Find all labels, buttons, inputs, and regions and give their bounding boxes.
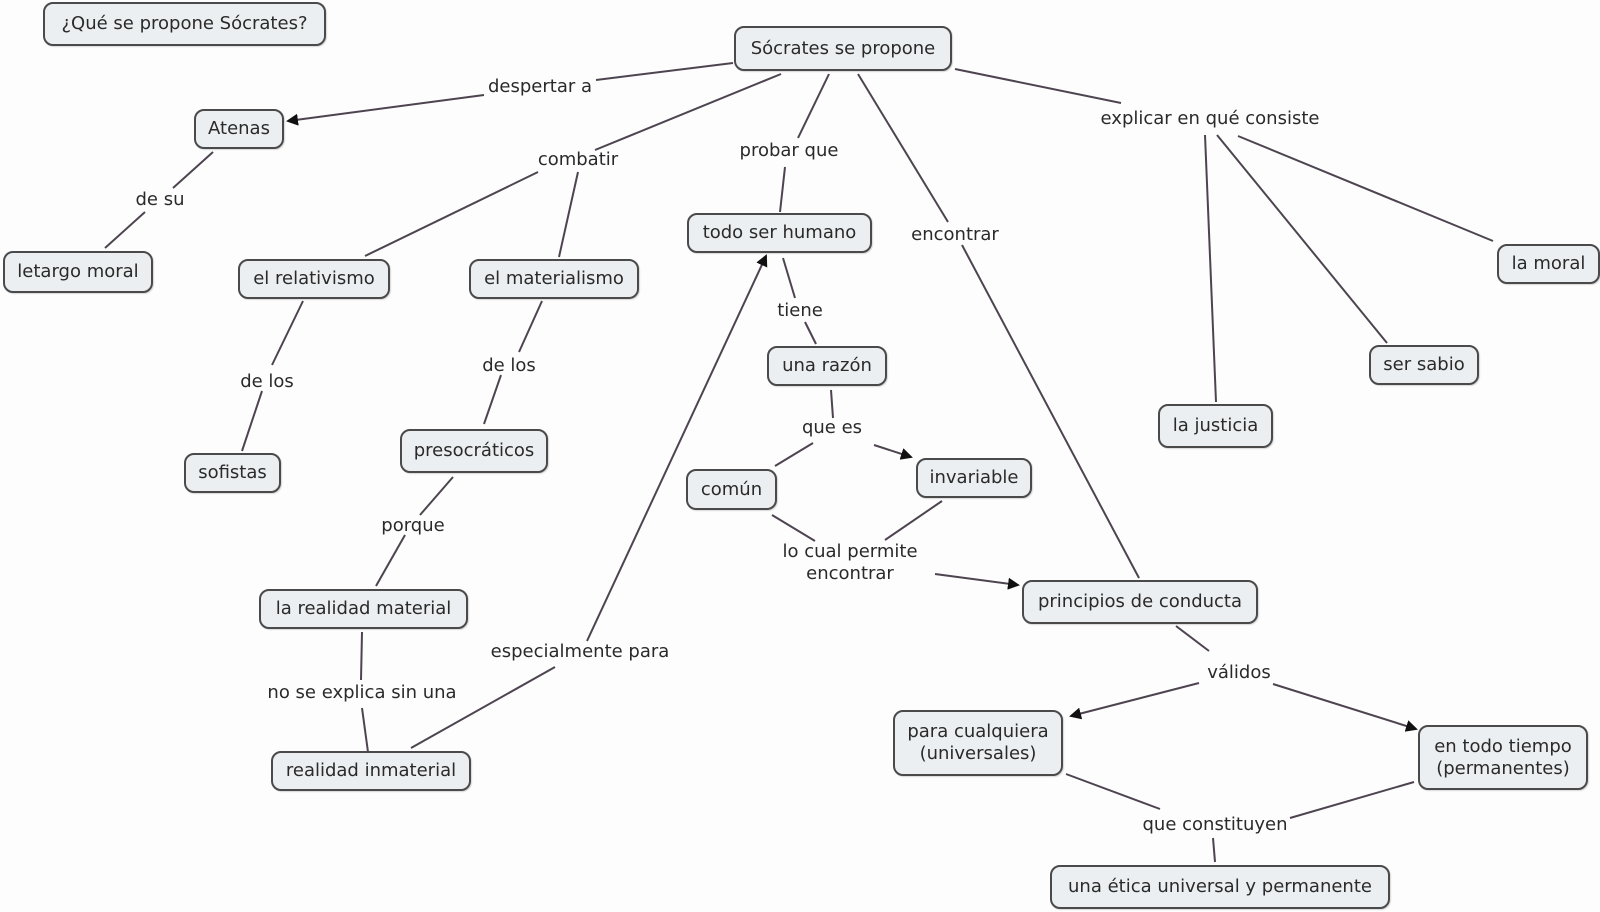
concept-invariable[interactable]: invariable xyxy=(916,458,1032,498)
link-line xyxy=(375,534,406,587)
link-line xyxy=(360,631,363,681)
link-line xyxy=(241,390,263,452)
concept-la-justicia[interactable]: la justicia xyxy=(1158,404,1273,448)
link-label-que-es: que es xyxy=(801,417,863,438)
link-line xyxy=(1237,135,1494,242)
link-label-tiene: tiene xyxy=(777,300,823,321)
link-line xyxy=(361,707,369,753)
concept-ser-sabio[interactable]: ser sabio xyxy=(1369,345,1479,385)
concept-permanentes[interactable]: en todo tiempo (permanentes) xyxy=(1418,725,1588,790)
link-line xyxy=(1212,837,1216,863)
link-label-no-se-explica: no se explica sin una xyxy=(267,682,457,703)
concept-atenas[interactable]: Atenas xyxy=(194,109,284,149)
link-line xyxy=(1216,134,1388,344)
concept-la-moral[interactable]: la moral xyxy=(1497,244,1600,284)
link-line xyxy=(172,151,214,189)
concept-materialismo[interactable]: el materialismo xyxy=(469,259,639,299)
link-line xyxy=(1065,773,1161,810)
link-label-explicar: explicar en qué consiste xyxy=(1100,108,1320,129)
link-line xyxy=(104,211,146,249)
concept-realidad-material[interactable]: la realidad material xyxy=(259,589,468,629)
concept-comun[interactable]: común xyxy=(686,469,777,510)
link-label-lo-cual: lo cual permite encontrar xyxy=(782,541,918,584)
link-line xyxy=(1272,683,1418,732)
link-line xyxy=(419,476,454,516)
link-line xyxy=(518,300,543,353)
link-line xyxy=(1204,134,1217,403)
link-line xyxy=(934,573,1020,590)
link-line xyxy=(586,254,768,642)
link-line xyxy=(271,300,304,366)
link-line xyxy=(779,166,786,213)
link-line xyxy=(1175,625,1210,652)
link-line xyxy=(771,514,816,542)
link-line xyxy=(884,500,943,541)
link-line xyxy=(1069,682,1200,720)
link-line xyxy=(594,73,782,151)
concept-todo-ser-humano[interactable]: todo ser humano xyxy=(687,213,872,253)
concept-letargo-moral[interactable]: letargo moral xyxy=(3,251,153,293)
title-node[interactable]: ¿Qué se propone Sócrates? xyxy=(43,2,326,46)
link-line xyxy=(804,321,817,345)
link-label-de-los-presocraticos: de los xyxy=(482,355,536,376)
link-label-porque: porque xyxy=(381,515,445,536)
concept-relativismo[interactable]: el relativismo xyxy=(238,259,390,299)
link-label-que-constituyen: que constituyen xyxy=(1142,814,1288,835)
concept-principios-de-conducta[interactable]: principios de conducta xyxy=(1022,580,1258,624)
link-line xyxy=(782,257,796,299)
concept-etica[interactable]: una ética universal y permanente xyxy=(1050,865,1390,909)
link-line xyxy=(857,73,949,223)
concept-presocraticos[interactable]: presocráticos xyxy=(400,429,548,473)
link-label-probar: probar que xyxy=(739,140,839,161)
link-label-de-los-sofistas: de los xyxy=(240,371,294,392)
link-label-especialmente: especialmente para xyxy=(490,641,670,662)
link-line xyxy=(286,94,485,126)
link-line xyxy=(483,374,502,425)
concept-realidad-inmaterial[interactable]: realidad inmaterial xyxy=(271,751,471,791)
link-line xyxy=(558,171,579,258)
concept-root[interactable]: Sócrates se propone xyxy=(734,26,952,71)
link-line xyxy=(1289,781,1415,819)
link-line xyxy=(797,73,830,139)
link-label-combatir: combatir xyxy=(537,149,619,170)
concept-sofistas[interactable]: sofistas xyxy=(184,453,281,493)
link-line xyxy=(961,244,1140,579)
link-line xyxy=(873,444,913,460)
link-label-despertar: despertar a xyxy=(487,76,593,97)
link-line xyxy=(364,171,539,257)
link-line xyxy=(410,666,556,749)
link-label-de-su: de su xyxy=(135,189,185,210)
concept-una-razon[interactable]: una razón xyxy=(767,346,887,386)
link-line xyxy=(954,68,1122,104)
link-label-validos: válidos xyxy=(1207,662,1271,683)
link-line xyxy=(774,442,814,467)
link-label-encontrar: encontrar xyxy=(911,224,999,245)
link-line xyxy=(830,389,834,419)
link-line xyxy=(595,62,734,81)
concept-universales[interactable]: para cualquiera (universales) xyxy=(893,710,1063,776)
